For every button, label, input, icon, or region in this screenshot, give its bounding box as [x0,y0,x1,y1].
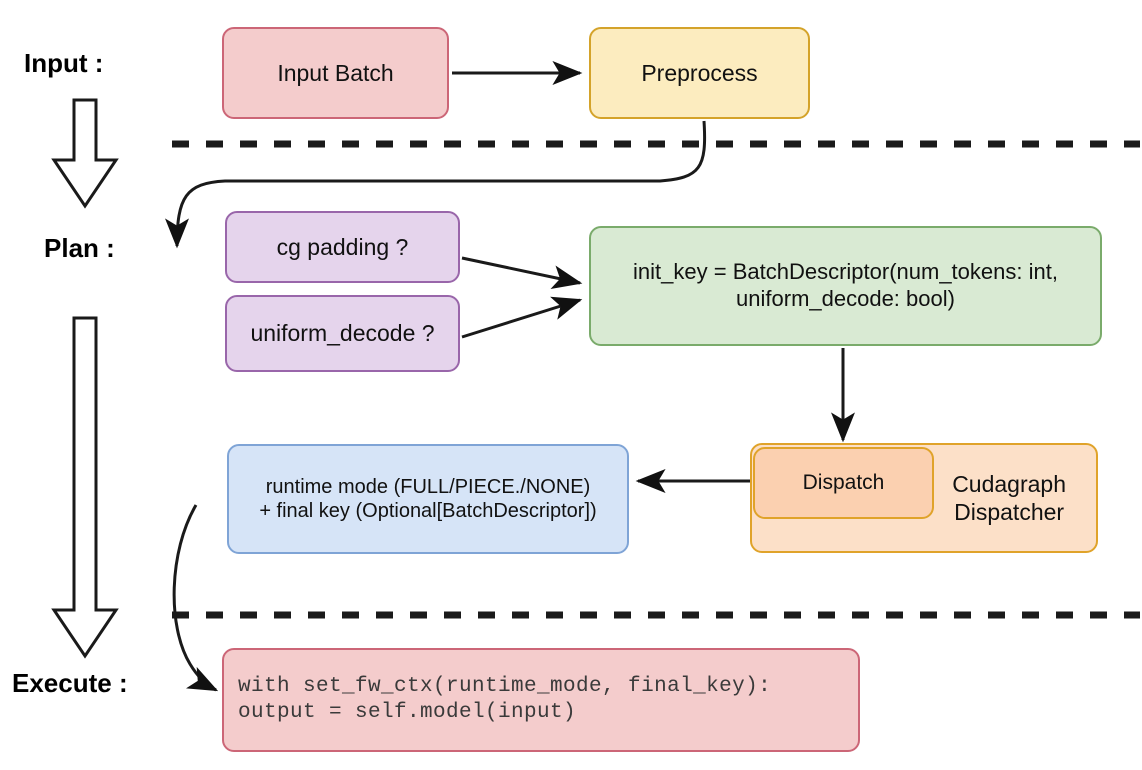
node-label-cg-padding: cg padding ? [276,233,409,260]
node-runtime-mode: runtime mode (FULL/PIECE./NONE) + final … [227,444,629,554]
stage-label-plan: Plan : [44,233,115,263]
node-preprocess: Preprocess [589,27,810,119]
node-dispatch: Dispatch [753,447,934,519]
cg-padding-to-init-key [461,256,583,290]
node-input-batch: Input Batch [222,27,449,119]
stage-label-input: Input : [24,48,104,78]
runtime-mode-to-execute-code [172,504,219,692]
node-init-key: init_key = BatchDescriptor(num_tokens: i… [589,226,1102,346]
node-uniform-decode: uniform_decode ? [225,295,460,372]
uniform-decode-to-init-key [461,296,583,339]
stage-arrow-plan-to-execute [51,316,119,659]
stage-label-execute: Execute : [12,668,128,698]
node-label-dispatch: Dispatch [802,471,885,495]
node-label-init-key: init_key = BatchDescriptor(num_tokens: i… [633,259,1058,311]
node-label-preprocess: Preprocess [641,59,758,86]
preprocess-to-cg-padding [165,120,707,249]
node-label-uniform-decode: uniform_decode ? [250,320,435,347]
node-label-input-batch: Input Batch [277,59,394,86]
node-cg-padding: cg padding ? [225,211,460,283]
stage-arrow-input-to-plan [51,98,119,209]
node-label-runtime-mode: runtime mode (FULL/PIECE./NONE) + final … [259,475,597,522]
node-label-cudagraph-dispatcher: Cudagraph Dispatcher [952,470,1066,525]
node-execute-code: with set_fw_ctx(runtime_mode, final_key)… [222,648,860,752]
node-label-execute-code: with set_fw_ctx(runtime_mode, final_key)… [238,675,772,724]
